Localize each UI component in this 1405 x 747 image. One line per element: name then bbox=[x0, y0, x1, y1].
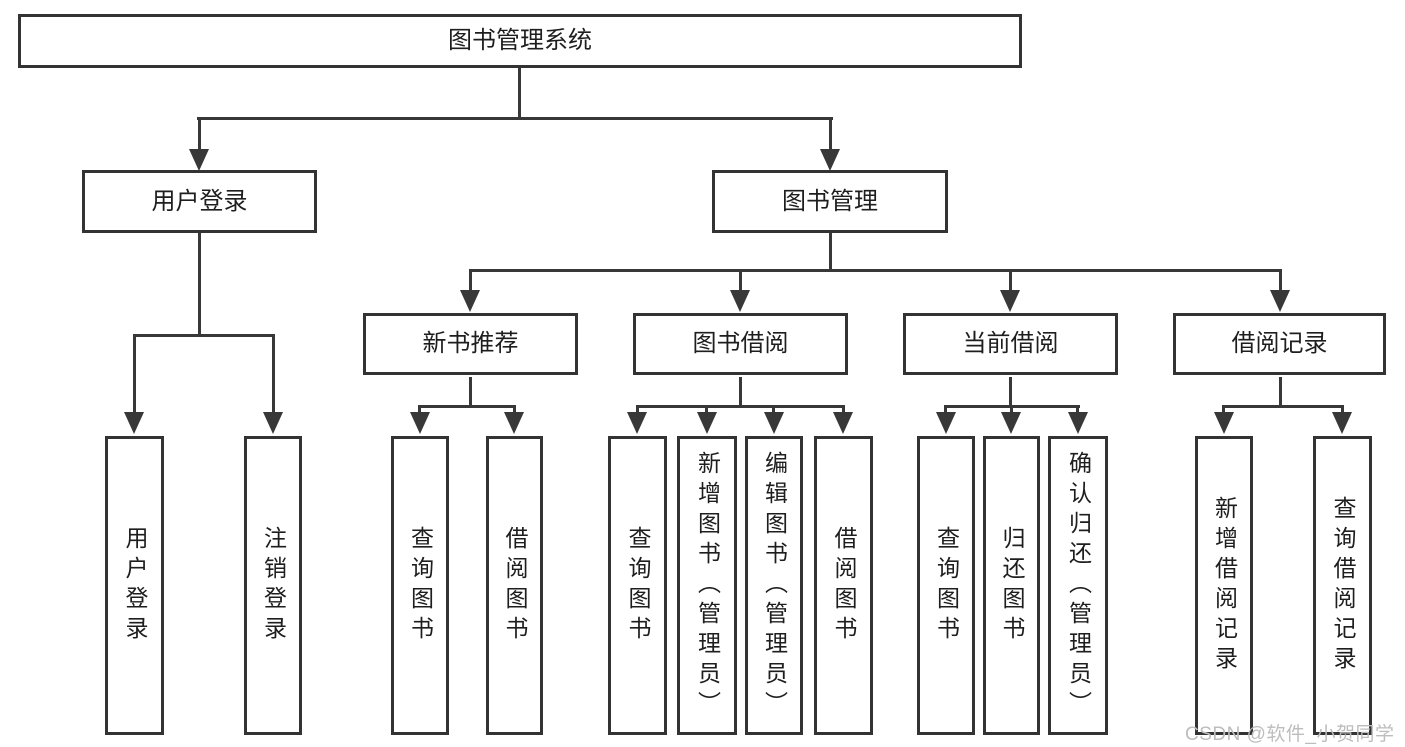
connector-line bbox=[944, 405, 947, 414]
leaf-borrow-borrow-books: 借阅图书 bbox=[814, 436, 873, 735]
node-borrow-records: 借阅记录 bbox=[1173, 313, 1386, 375]
arrow-down-icon bbox=[124, 412, 144, 434]
connector-line bbox=[1279, 377, 1282, 406]
connector-line bbox=[1341, 405, 1344, 414]
connector-line bbox=[198, 117, 201, 151]
arrow-down-icon bbox=[1270, 290, 1290, 312]
arrow-down-icon bbox=[1332, 412, 1352, 434]
arrow-down-icon bbox=[1000, 290, 1020, 312]
connector-line bbox=[705, 405, 708, 414]
watermark-text: CSDN @软件_小贺同学 bbox=[1185, 724, 1395, 745]
node-root: 图书管理系统 bbox=[18, 14, 1022, 68]
arrow-down-icon bbox=[1001, 412, 1021, 434]
arrow-down-icon bbox=[189, 149, 209, 171]
arrow-down-icon bbox=[936, 412, 956, 434]
connector-line bbox=[636, 405, 845, 408]
leaf-current-query-books: 查询图书 bbox=[917, 436, 975, 735]
connector-line bbox=[1009, 269, 1012, 292]
arrow-down-icon bbox=[833, 412, 853, 434]
node-current-borrow: 当前借阅 bbox=[903, 313, 1118, 375]
connector-line bbox=[829, 117, 832, 151]
leaf-recommend-borrow-books: 借阅图书 bbox=[486, 436, 543, 735]
connector-line bbox=[518, 68, 521, 119]
connector-line bbox=[842, 405, 845, 414]
leaf-recommend-query-books: 查询图书 bbox=[391, 436, 449, 735]
arrow-down-icon bbox=[410, 412, 430, 434]
leaf-records-add-record: 新增借阅记录 bbox=[1195, 436, 1253, 735]
leaf-logout: 注销登录 bbox=[244, 436, 302, 735]
connector-line bbox=[1279, 269, 1282, 292]
connector-line bbox=[1222, 405, 1344, 408]
connector-line bbox=[469, 377, 472, 406]
arrow-down-icon bbox=[263, 412, 283, 434]
leaf-borrow-add-books-admin: 新增图书（管理员） bbox=[677, 436, 737, 735]
arrow-down-icon bbox=[697, 412, 717, 434]
connector-line bbox=[198, 233, 201, 335]
connector-line bbox=[1222, 405, 1225, 414]
connector-line bbox=[197, 117, 833, 120]
arrow-down-icon bbox=[764, 412, 784, 434]
connector-line bbox=[469, 269, 1282, 272]
node-book-borrow: 图书借阅 bbox=[633, 313, 848, 375]
connector-line bbox=[1010, 405, 1013, 414]
connector-line bbox=[829, 233, 832, 270]
node-new-book-recommend: 新书推荐 bbox=[363, 313, 578, 375]
connector-line bbox=[133, 334, 136, 414]
leaf-records-query-record: 查询借阅记录 bbox=[1313, 436, 1372, 735]
node-book-management: 图书管理 bbox=[712, 170, 948, 233]
arrow-down-icon bbox=[820, 149, 840, 171]
connector-line bbox=[1009, 377, 1012, 406]
connector-line bbox=[418, 405, 516, 408]
connector-line bbox=[772, 405, 775, 414]
connector-line bbox=[272, 334, 275, 414]
arrow-down-icon bbox=[1214, 412, 1234, 434]
connector-line bbox=[1076, 405, 1079, 414]
connector-line bbox=[513, 405, 516, 414]
connector-line bbox=[133, 334, 275, 337]
leaf-borrow-edit-books-admin: 编辑图书（管理员） bbox=[745, 436, 803, 735]
connector-line bbox=[636, 405, 639, 414]
leaf-current-return-books: 归还图书 bbox=[983, 436, 1040, 735]
connector-line bbox=[739, 269, 742, 292]
arrow-down-icon bbox=[730, 290, 750, 312]
arrow-down-icon bbox=[504, 412, 524, 434]
connector-line bbox=[418, 405, 421, 414]
arrow-down-icon bbox=[1068, 412, 1088, 434]
connector-line bbox=[739, 377, 742, 406]
leaf-user-login: 用户登录 bbox=[105, 436, 164, 735]
leaf-current-confirm-return-admin: 确认归还（管理员） bbox=[1048, 436, 1108, 735]
node-user-login: 用户登录 bbox=[82, 170, 317, 233]
connector-line bbox=[469, 269, 472, 292]
leaf-borrow-query-books: 查询图书 bbox=[608, 436, 667, 735]
arrow-down-icon bbox=[460, 290, 480, 312]
arrow-down-icon bbox=[627, 412, 647, 434]
